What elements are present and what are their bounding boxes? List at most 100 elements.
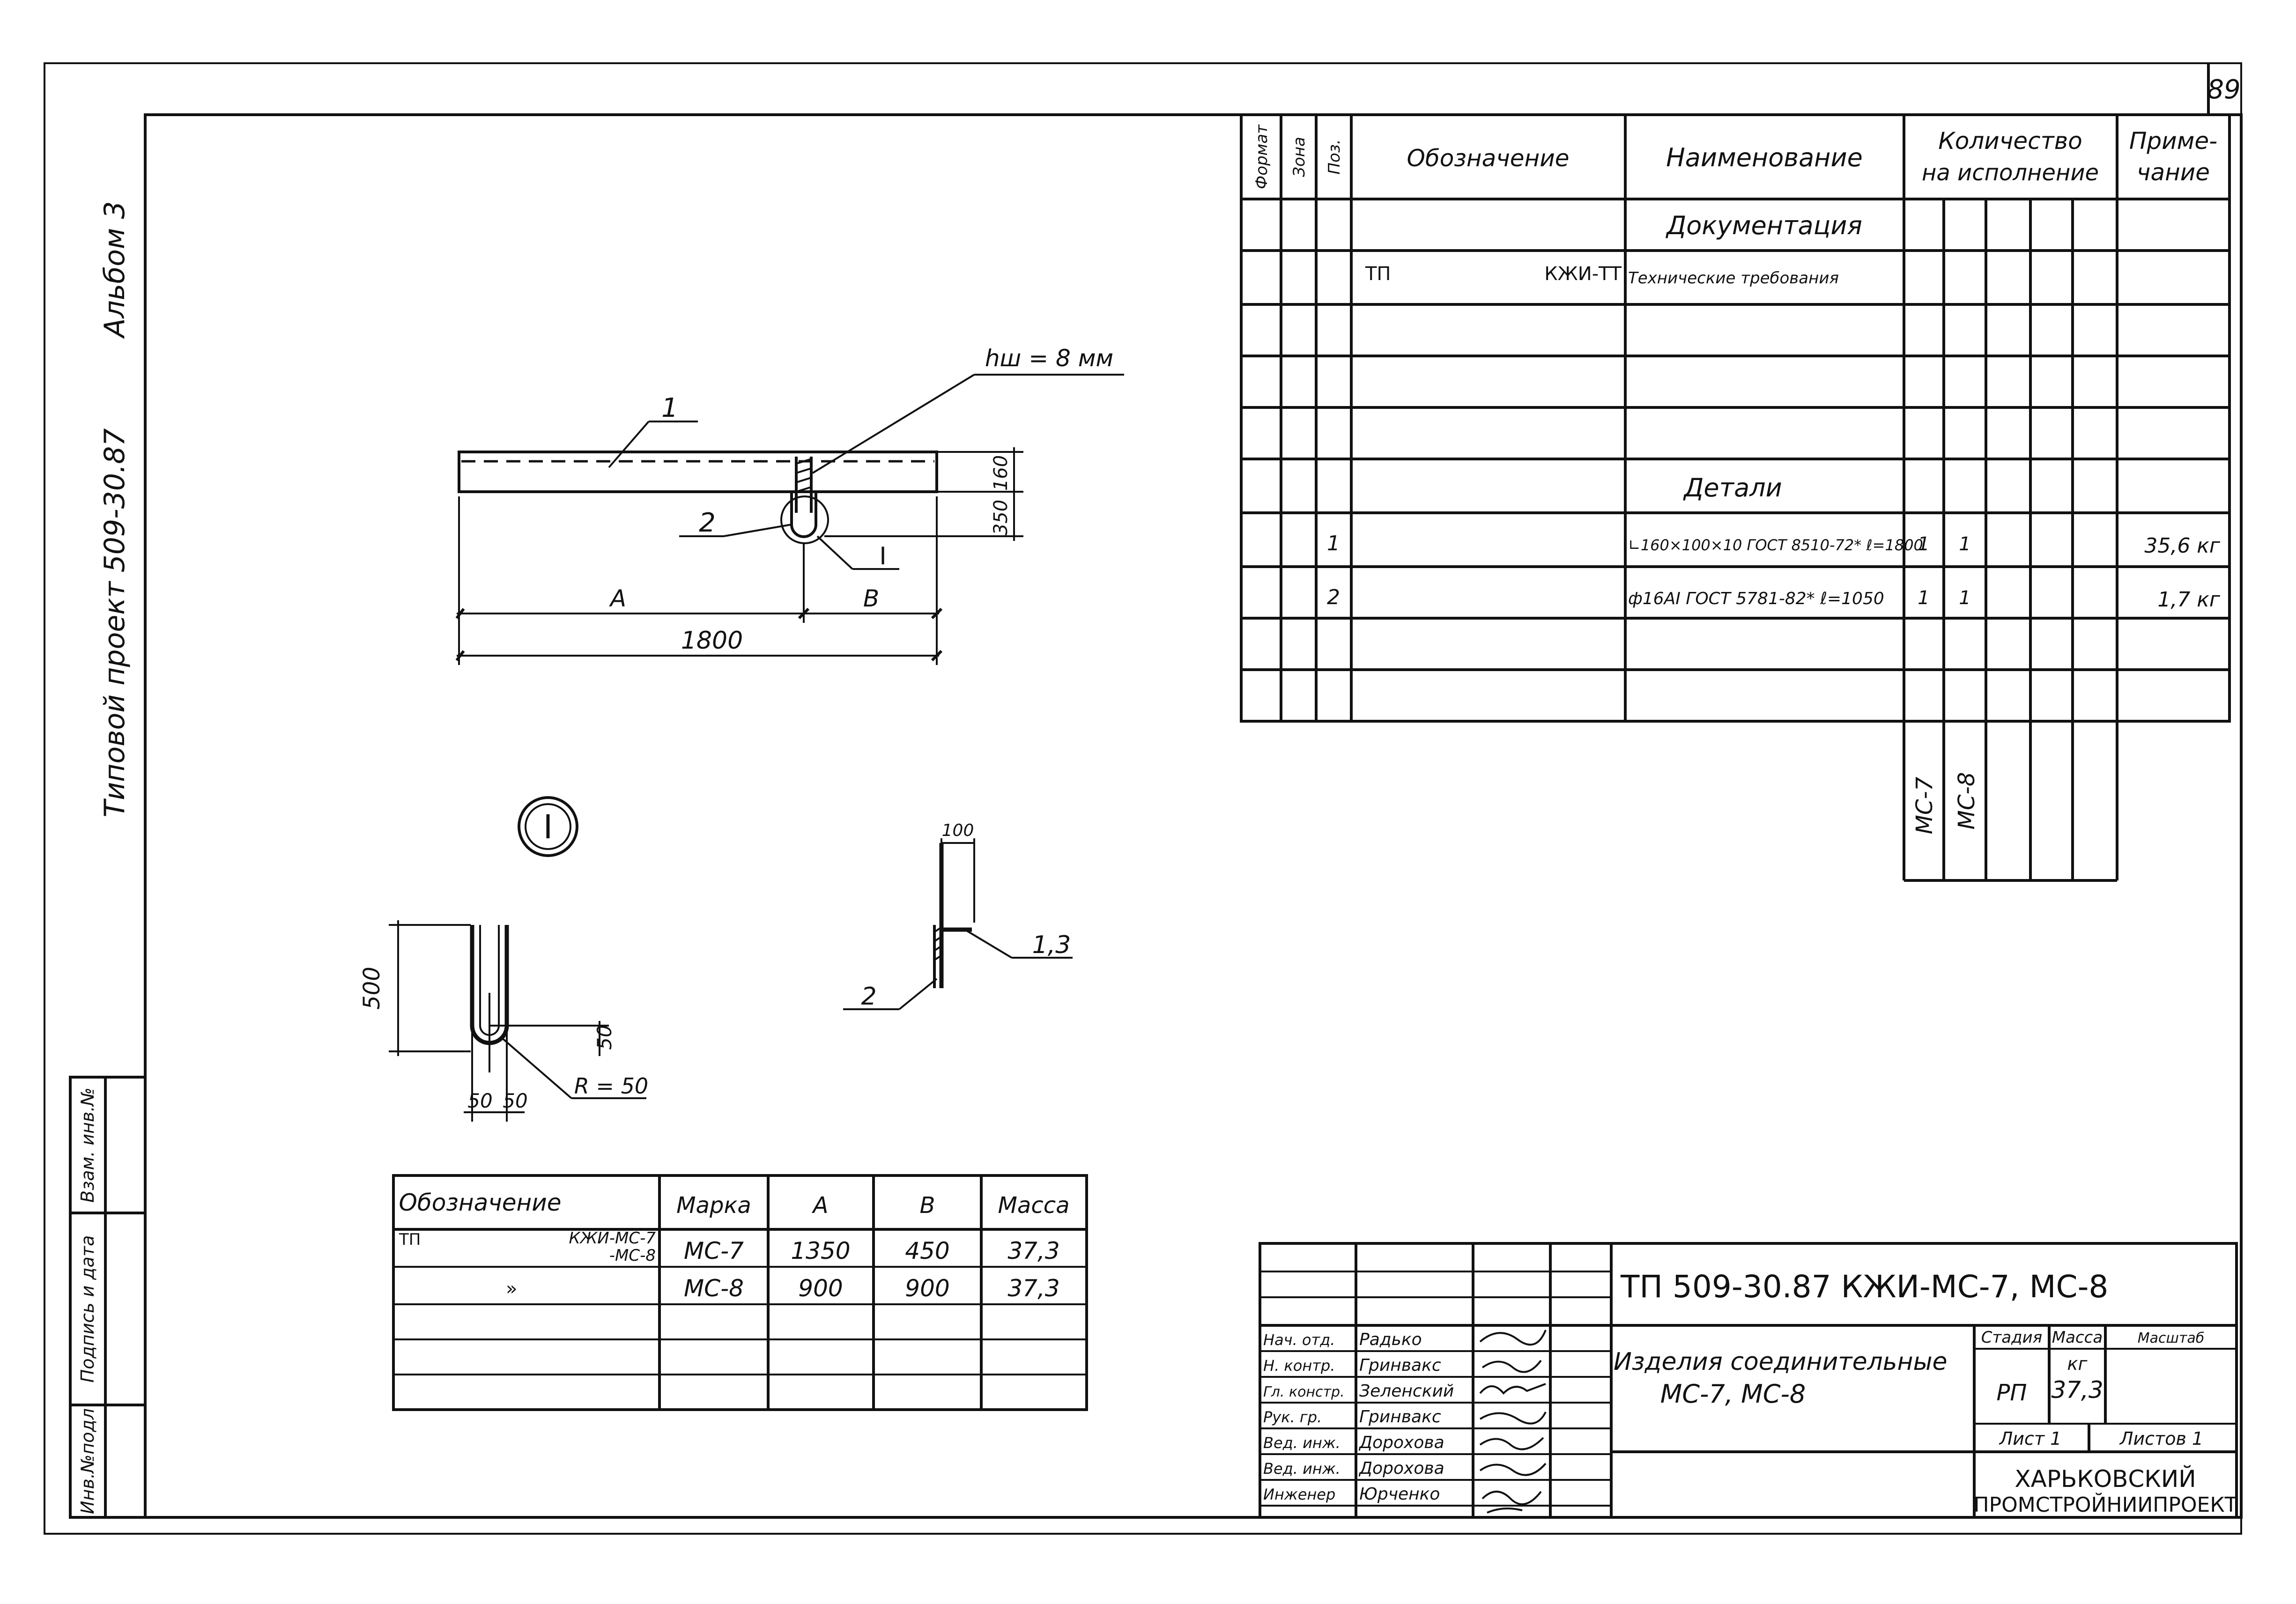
tb-doc-code: ТП 509-30.87 КЖИ-МС-7, МС-8 <box>1620 1269 2108 1305</box>
side-col-replace: Взам. инв.№ <box>77 1087 98 1203</box>
staff-name: Зеленский <box>1359 1382 1454 1401</box>
sheet-number: 89 <box>2207 74 2240 105</box>
section-label-13: 1,3 <box>1032 931 1071 959</box>
hdr-zone: Зона <box>1290 137 1309 177</box>
section-docs: Документация <box>1666 211 1862 240</box>
hdr-name: Наименование <box>1666 143 1863 172</box>
u-width-2: 50 <box>503 1089 527 1112</box>
angle-section: 100 1,3 2 <box>843 821 1073 1011</box>
hdr-note-2: чание <box>2137 159 2210 186</box>
tb-title-1: Изделия соединительные <box>1614 1348 1948 1376</box>
dim-total: 1800 <box>681 627 743 655</box>
u-radius: R = 50 <box>574 1073 648 1099</box>
mt-row1-code-top: КЖИ-МС-7 <box>569 1229 656 1248</box>
main-view: 1 hш = 8 мм 2 I 160 350 A B 1800 <box>455 345 1124 665</box>
doc-name: Технические требования <box>1628 269 1839 288</box>
detail-i-label: I <box>543 808 553 846</box>
project-label: Типовой проект 509-30.87 <box>98 429 131 818</box>
mt-hdr-mark: Марка <box>676 1192 751 1219</box>
part-1-note: 35,6 кг <box>2144 534 2221 558</box>
mt-hdr-b: B <box>920 1192 935 1219</box>
tb-title-2: МС-7, МС-8 <box>1660 1379 1806 1409</box>
staff-name: Радько <box>1359 1330 1422 1349</box>
staff-role: Н. контр. <box>1263 1357 1335 1375</box>
mt-row1-a: 1350 <box>791 1237 850 1264</box>
detail-mark: I <box>879 542 886 570</box>
part-2-q2: 1 <box>1959 587 1970 609</box>
staff-role: Гл. констр. <box>1263 1384 1345 1400</box>
mt-row2-a: 900 <box>798 1275 843 1302</box>
part-2-note: 1,7 кг <box>2157 588 2221 612</box>
staff-name: Дорохова <box>1358 1459 1444 1478</box>
part-1-q2: 1 <box>1959 533 1970 555</box>
staff-role: Вед. инж. <box>1263 1460 1341 1478</box>
mt-hdr-mass: Масса <box>998 1192 1069 1219</box>
doc-prefix: ТП <box>1365 263 1391 285</box>
tb-scale-label: Масштаб <box>2138 1330 2205 1346</box>
tb-mass: 37,3 <box>2051 1376 2103 1404</box>
album-label: Альбом 3 <box>98 201 131 340</box>
section-parts: Детали <box>1683 473 1782 503</box>
tb-org-2: ПРОМСТРОЙНИИПРОЕКТ <box>1974 1492 2237 1517</box>
part-2-pos: 2 <box>1327 585 1340 609</box>
part-2-q1: 1 <box>1918 587 1929 609</box>
tb-org-1: ХАРЬКОВСКИЙ <box>2015 1465 2196 1493</box>
mt-row1-b: 450 <box>905 1237 949 1264</box>
mt-row1-prefix: ТП <box>399 1230 421 1249</box>
tb-sheets: Листов 1 <box>2119 1428 2203 1449</box>
mt-row2-mass: 37,3 <box>1007 1275 1059 1302</box>
side-col-inv: Инв.№подл <box>77 1408 98 1514</box>
tb-stage-label: Стадия <box>1981 1328 2042 1347</box>
staff-role: Нач. отд. <box>1263 1331 1335 1349</box>
u-width-1: 50 <box>467 1089 492 1112</box>
mt-row1-mark: МС-7 <box>684 1237 744 1264</box>
section-dim-100: 100 <box>942 821 974 840</box>
part-1-q1: 1 <box>1918 533 1929 555</box>
side-stamp: Альбом 3 Типовой проект 509-30.87 Инв.№п… <box>69 201 147 1519</box>
hdr-note-1: Приме- <box>2129 127 2217 155</box>
u-bottom: 50 <box>593 1025 616 1050</box>
variant-mc7: МС-7 <box>1911 776 1938 834</box>
hdr-format: Формат <box>1252 124 1271 189</box>
mt-hdr-a: A <box>812 1192 829 1219</box>
staff-role: Инженер <box>1263 1486 1335 1503</box>
signatures <box>1479 1330 1547 1514</box>
variant-mc8: МС-8 <box>1954 772 1980 830</box>
inner-frame <box>144 113 2243 1519</box>
callout-1: 1 <box>661 393 678 423</box>
hdr-qty-1: Количество <box>1938 127 2082 155</box>
mt-row2-mark: МС-8 <box>684 1275 744 1302</box>
hdr-pos: Поз. <box>1325 139 1344 174</box>
weld-label: hш = 8 мм <box>985 345 1113 372</box>
tb-mass-label: Масса <box>2052 1328 2103 1347</box>
callout-2: 2 <box>699 508 716 538</box>
u-height: 500 <box>359 967 385 1010</box>
staff-name: Юрченко <box>1359 1485 1440 1504</box>
mt-row1-code-bottom: -МС-8 <box>609 1246 656 1265</box>
staff-role: Рук. гр. <box>1263 1408 1322 1426</box>
dim-b: B <box>863 585 879 612</box>
tb-sheet: Лист 1 <box>1999 1428 2062 1449</box>
section-label-2: 2 <box>861 983 876 1011</box>
staff-role: Вед. инж. <box>1263 1434 1341 1452</box>
mt-hdr-designation: Обозначение <box>399 1189 562 1216</box>
staff-name: Гринвакс <box>1359 1407 1441 1427</box>
hdr-qty-2: на исполнение <box>1922 160 2099 186</box>
mark-table: Обозначение Марка A B Масса ТП КЖИ-МС-7 … <box>392 1174 1088 1411</box>
tb-mass-unit: кг <box>2067 1353 2088 1374</box>
side-col-sign: Подпись и дата <box>77 1235 98 1383</box>
spec-table: Формат Зона Поз. Обозначение Наименовани… <box>1240 113 2231 882</box>
tb-stage: РП <box>1996 1380 2027 1406</box>
doc-code: КЖИ-ТТ <box>1544 263 1622 285</box>
dim-a: A <box>609 585 626 612</box>
title-block: ТП 509-30.87 КЖИ-МС-7, МС-8 Изделия соед… <box>1259 1242 2238 1519</box>
hdr-designation: Обозначение <box>1407 145 1570 172</box>
mt-row2-prefix: » <box>506 1278 517 1300</box>
staff-name: Дорохова <box>1358 1433 1444 1452</box>
part-2-name: ф16АI ГОСТ 5781-82* ℓ=1050 <box>1628 589 1884 608</box>
dim-160: 160 <box>990 455 1012 491</box>
part-1-name: ∟160×100×10 ГОСТ 8510-72* ℓ=1800 <box>1628 536 1923 554</box>
dim-350: 350 <box>990 500 1012 535</box>
part-1-pos: 1 <box>1327 532 1340 555</box>
